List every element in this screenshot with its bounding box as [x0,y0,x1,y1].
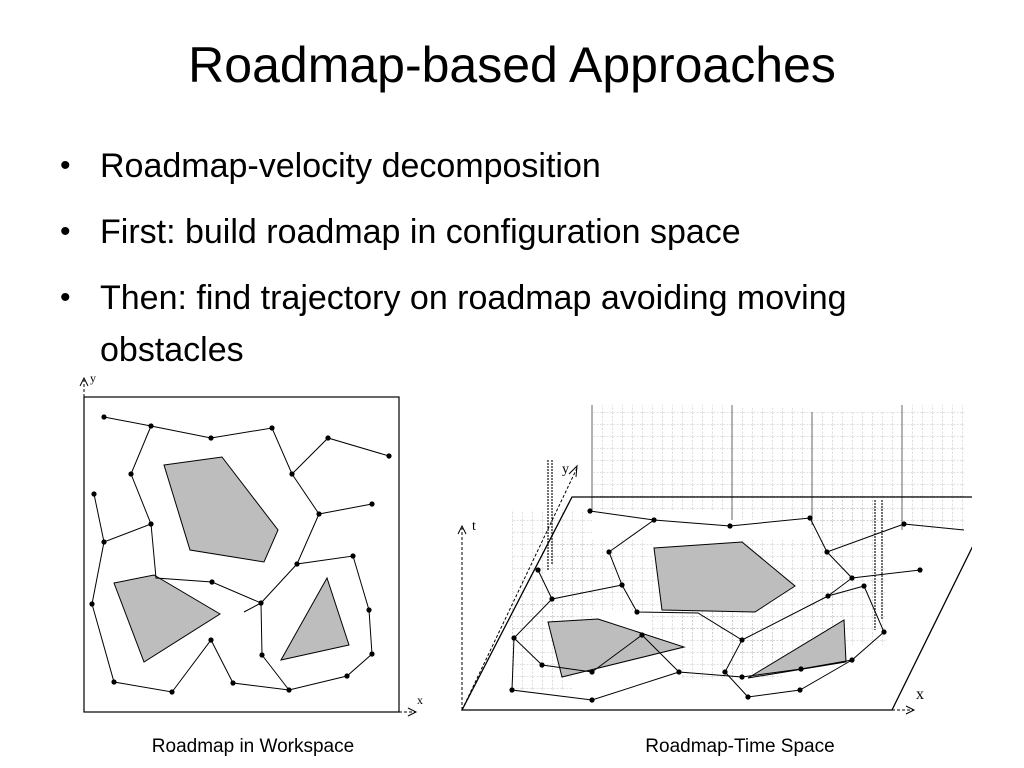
slide-title: Roadmap-based Approaches [188,37,836,93]
bullet-dot-icon: • [60,149,71,182]
roadmap-edge [260,602,290,691]
time-space-caption: Roadmap-Time Space [645,736,835,757]
roadmap-edge [851,569,921,579]
bullet-text: Then: find trajectory on roadmap avoidin… [100,279,847,369]
y-axis-label: y [90,371,96,385]
workspace-caption: Roadmap in Workspace [151,736,355,757]
obstacle-polygon [113,574,221,663]
roadmap-nodes [509,508,923,703]
bullet-dot-icon: • [60,215,71,248]
y-axis-arrow-icon [568,464,578,478]
obstacle-polygon [163,456,279,563]
roadmap-edge [291,473,320,565]
bullet-text: Roadmap-velocity decomposition [100,147,601,185]
bullet-item: • First: build roadmap in configuration … [58,206,958,258]
workspace-figure: y x [64,370,440,726]
t-axis-label: t [472,519,476,534]
t-axis-arrow-icon [457,524,467,535]
obstacle-polygon [653,541,796,613]
x-axis-label: x [417,693,423,707]
roadmap-time-space-diagram: t y x [457,405,999,715]
workspace-roadmap-diagram: y x [79,371,423,717]
bullet-text: First: build roadmap in configuration sp… [100,213,741,251]
y-axis-label: y [562,462,569,477]
roadmap-edge [93,425,152,543]
roadmap-nodes [89,414,392,695]
roadmap-edge [318,503,373,515]
obstacle-polygon [280,576,350,661]
roadmap-edge [621,584,743,641]
roadmap-edge [511,637,680,701]
workspace-frame [83,396,400,713]
x-axis-label: x [916,686,924,703]
roadmap-edge [103,416,390,475]
bullet-item: • Roadmap-velocity decomposition [58,140,958,192]
x-axis-arrow-icon [905,705,916,715]
time-space-figure: t y x [452,400,999,720]
bullet-item: • Then: find trajectory on roadmap avoid… [58,272,958,376]
bullet-list: • Roadmap-velocity decomposition • First… [58,140,958,390]
y-axis-arrow-icon [79,376,89,387]
x-axis-arrow-icon [407,707,418,717]
obstacle-polygon [547,618,686,678]
bullet-dot-icon: • [60,281,71,314]
